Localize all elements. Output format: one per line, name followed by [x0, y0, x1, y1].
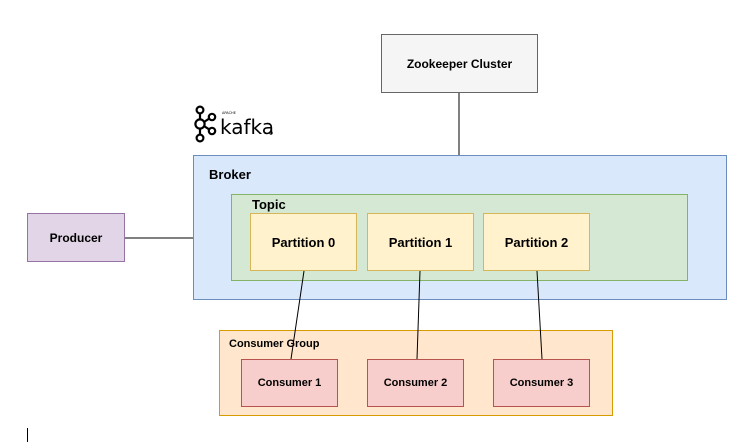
partition-2-label: Partition 2: [504, 234, 569, 250]
kafka-logo-icon: APACHE kafka: [193, 105, 275, 143]
partition-0-node[interactable]: Partition 0: [250, 213, 357, 271]
logo-small-text: APACHE: [222, 111, 236, 115]
broker-label: Broker: [209, 167, 251, 182]
consumer-2-node[interactable]: Consumer 2: [367, 359, 464, 407]
producer-node[interactable]: Producer: [27, 213, 125, 262]
text-cursor-icon: [27, 428, 28, 442]
zookeeper-cluster-node[interactable]: Zookeeper Cluster: [381, 34, 538, 93]
partition-2-consumer-3-edge: [536, 270, 543, 360]
consumer-1-label: Consumer 1: [257, 377, 322, 389]
zookeeper-cluster-label: Zookeeper Cluster: [406, 56, 513, 71]
logo-brand-text: kafka: [220, 115, 274, 139]
partition-1-label: Partition 1: [388, 234, 453, 250]
consumer-2-label: Consumer 2: [383, 377, 448, 389]
consumer-1-node[interactable]: Consumer 1: [241, 359, 338, 407]
consumer-3-node[interactable]: Consumer 3: [493, 359, 590, 407]
producer-label: Producer: [49, 230, 103, 245]
consumer-3-label: Consumer 3: [509, 377, 574, 389]
partition-1-node[interactable]: Partition 1: [367, 213, 474, 271]
partition-0-consumer-1-edge: [290, 270, 305, 360]
partition-2-node[interactable]: Partition 2: [483, 213, 590, 271]
topic-label: Topic: [252, 197, 286, 212]
partition-1-consumer-2-edge: [416, 270, 421, 360]
consumer-group-label: Consumer Group: [229, 338, 320, 350]
partition-0-label: Partition 0: [271, 234, 336, 250]
